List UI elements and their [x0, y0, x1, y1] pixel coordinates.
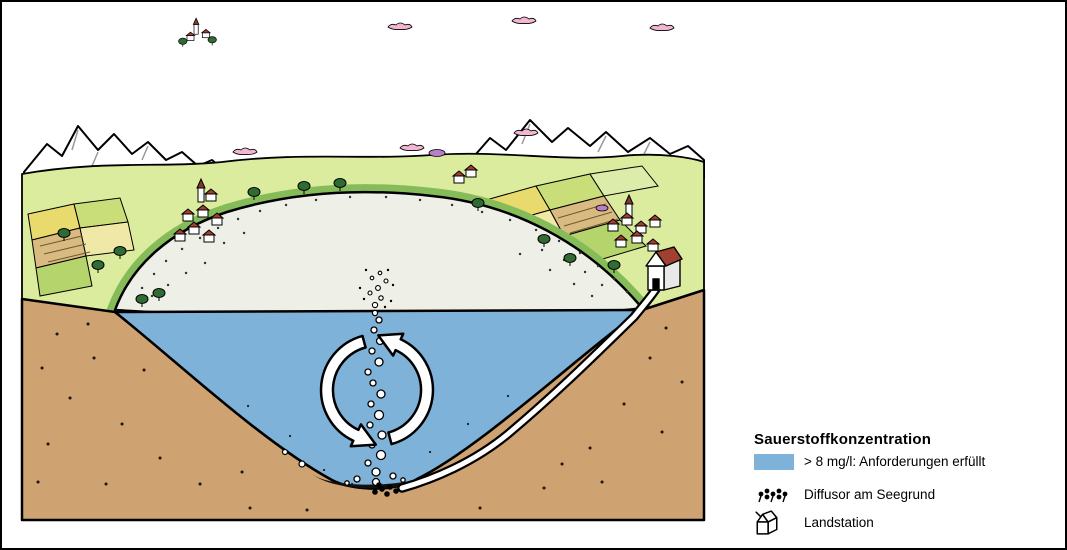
circulation-arrow-left	[319, 334, 378, 448]
station-roof	[655, 246, 683, 267]
oxygen-level-swatch	[754, 454, 794, 471]
land-station-icon	[755, 510, 778, 535]
land-station	[645, 246, 683, 291]
diffuser-label: Diffusor am Seegrund	[804, 487, 936, 503]
legend-title: Sauerstoffkonzentration	[754, 431, 932, 448]
legend-item-diffuser: Diffusor am Seegrund	[754, 486, 1054, 504]
purple-bush	[428, 149, 446, 157]
water-stipple	[246, 394, 510, 486]
legend-item-landstation: Landstation	[754, 510, 1054, 536]
circulation-arrow-right	[377, 332, 435, 446]
intake-pipe	[397, 284, 661, 493]
station-door	[652, 278, 660, 291]
oxygen-level-label: > 8 mg/l: Anforderungen erfüllt	[804, 454, 986, 469]
purple-bush	[595, 204, 609, 212]
sky-decorations	[178, 16, 675, 48]
bubble-plume	[344, 268, 406, 487]
circulation-arrows	[319, 332, 435, 448]
legend-item-oxygen: > 8 mg/l: Anforderungen erfüllt	[754, 454, 1054, 471]
landstation-label: Landstation	[804, 515, 874, 531]
diffuser-icon	[758, 488, 788, 503]
earth-stipple	[36, 322, 684, 512]
legend: Sauerstoffkonzentration > 8 mg/l: Anford…	[754, 431, 1054, 536]
trees-and-bushes	[57, 128, 621, 308]
diffuser	[372, 482, 399, 497]
